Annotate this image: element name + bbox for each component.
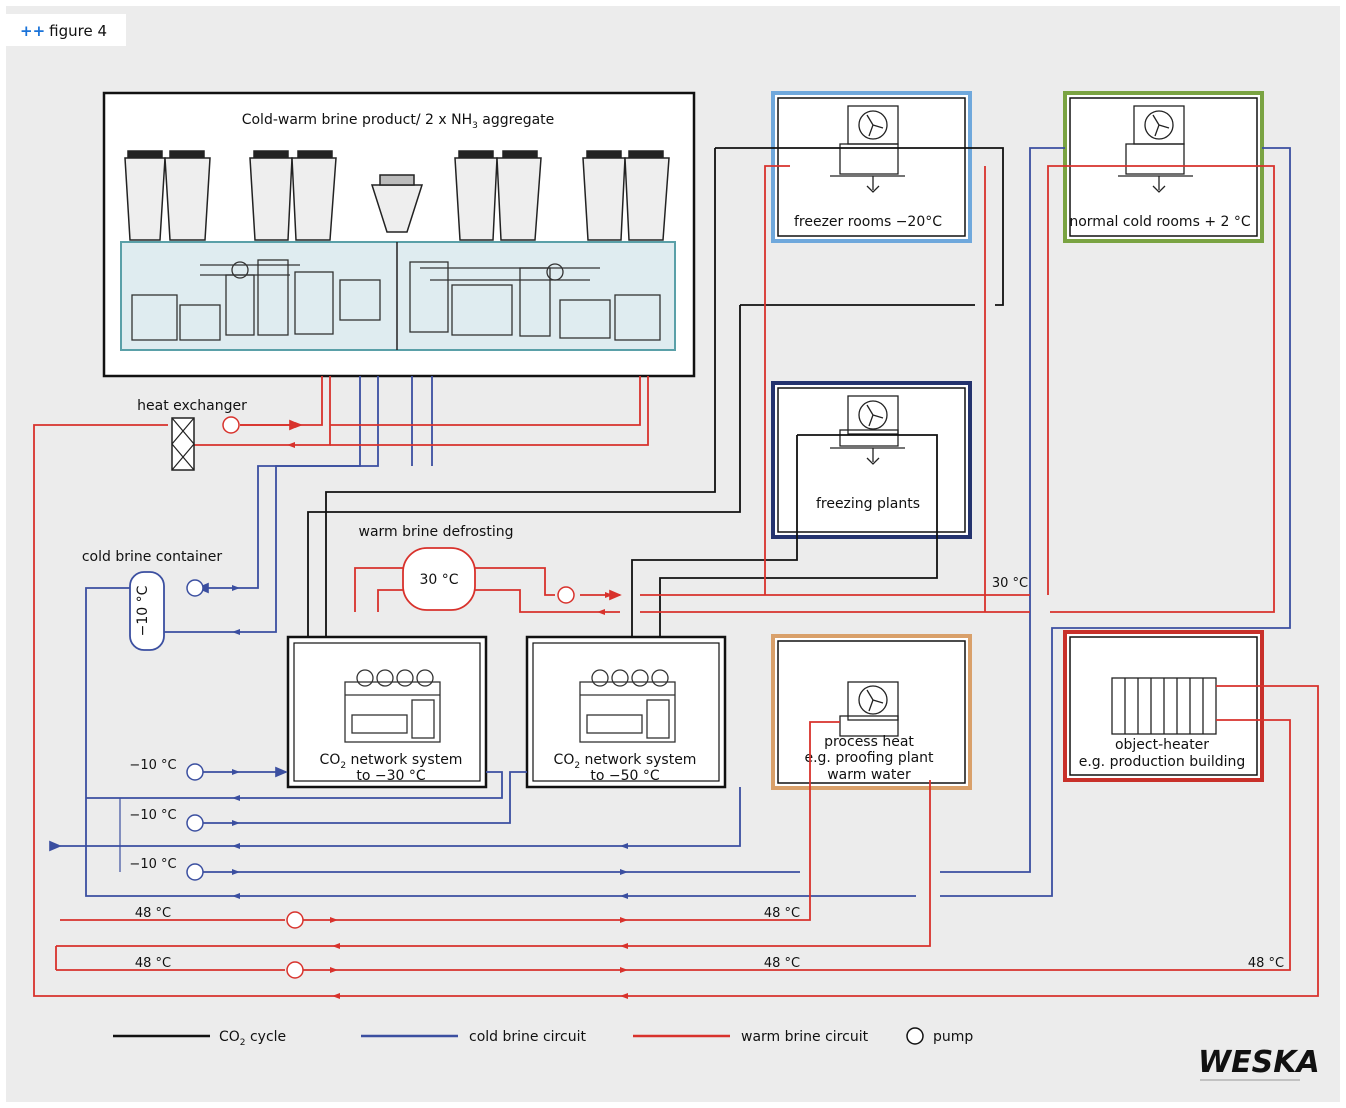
svg-text:WESKA: WESKA <box>1198 1045 1320 1080</box>
warm-brine-defrosting-label: warm brine defrosting <box>359 524 514 540</box>
figure-label: ++figure 4 <box>6 14 126 46</box>
object-heater: object-heater e.g. production building <box>1065 632 1262 780</box>
process-heat: process heat e.g. proofing plant warm wa… <box>773 636 970 788</box>
co2-system-30-line2: to −30 °C <box>356 768 426 784</box>
temp-30-right: 30 °C <box>992 576 1028 591</box>
temp-48-d: 48 °C <box>764 956 800 971</box>
weska-logo: WESKA <box>1198 1045 1320 1080</box>
freezer-rooms: freezer rooms −20°C <box>773 93 970 241</box>
pump-icon <box>558 587 574 603</box>
legend-warm-brine: warm brine circuit <box>741 1029 869 1045</box>
object-heater-line1: object-heater <box>1115 737 1209 753</box>
legend-cold-brine: cold brine circuit <box>469 1029 586 1045</box>
pump-icon <box>187 815 203 831</box>
aggregate-unit: Cold-warm brine product/ 2 x NH3 aggrega… <box>104 93 694 376</box>
temp-48-e: 48 °C <box>1248 956 1284 971</box>
freezing-plants-label: freezing plants <box>816 496 920 512</box>
pump-icon <box>287 962 303 978</box>
legend-pump: pump <box>933 1029 973 1045</box>
process-heat-line1: process heat <box>824 734 914 750</box>
normal-cold-rooms-label: normal cold rooms + 2 °C <box>1069 214 1250 230</box>
figure-title: figure 4 <box>49 22 107 40</box>
object-heater-line2: e.g. production building <box>1079 754 1246 770</box>
freezer-rooms-label: freezer rooms −20°C <box>794 214 942 230</box>
temp-m10-c: −10 °C <box>129 857 176 872</box>
co2-system-50: CO2 network system to −50 °C <box>527 637 725 787</box>
warm-brine-tank-temp: 30 °C <box>419 572 458 588</box>
temp-m10-b: −10 °C <box>129 808 176 823</box>
pump-icon <box>287 912 303 928</box>
pump-icon <box>223 417 239 433</box>
freezing-plants: freezing plants <box>773 383 970 537</box>
cold-brine-container-label: cold brine container <box>82 549 223 565</box>
normal-cold-rooms: normal cold rooms + 2 °C <box>1065 93 1262 241</box>
temp-48-c: 48 °C <box>135 956 171 971</box>
temp-48-a: 48 °C <box>135 906 171 921</box>
pump-icon <box>187 580 203 596</box>
process-heat-line2: e.g. proofing plant <box>804 750 934 766</box>
co2-system-30: CO2 network system to −30 °C <box>288 637 486 787</box>
svg-text:++figure 4: ++figure 4 <box>20 22 107 40</box>
process-heat-line3: warm water <box>827 767 911 783</box>
pump-icon <box>187 864 203 880</box>
pump-icon <box>187 764 203 780</box>
co2-system-50-line2: to −50 °C <box>590 768 660 784</box>
legend-pump-icon <box>907 1028 923 1044</box>
heat-exchanger-label: heat exchanger <box>137 398 247 414</box>
cold-brine-container-temp: −10 °C <box>135 585 151 636</box>
figure-prefix: ++ <box>20 22 45 40</box>
temp-48-b: 48 °C <box>764 906 800 921</box>
temp-m10-a: −10 °C <box>129 758 176 773</box>
